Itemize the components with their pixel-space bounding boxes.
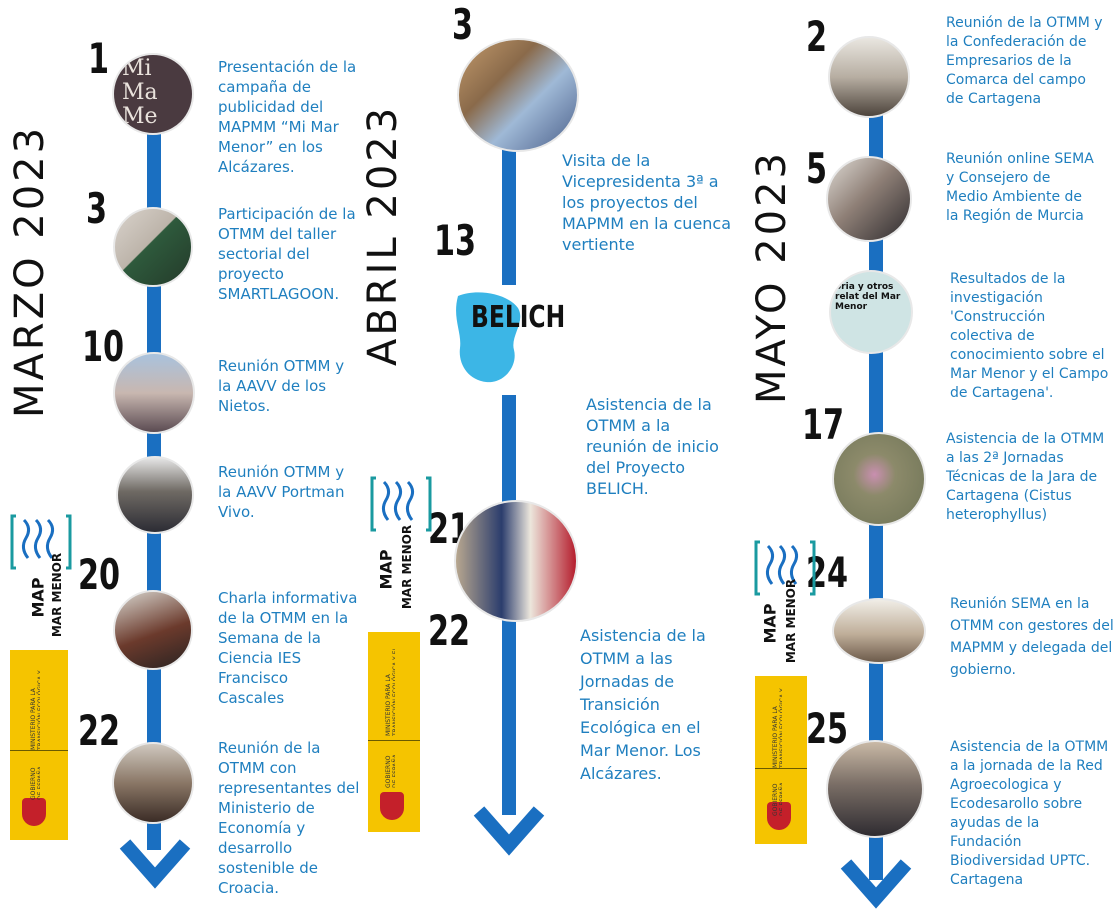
ministry-logo <box>368 632 420 832</box>
month-label-mayo: MAYO 2023 <box>749 149 795 404</box>
map-mar-menor-logo <box>754 540 816 596</box>
timeline-line-abril <box>502 140 516 285</box>
event-photo <box>828 36 910 118</box>
map-mar-menor-logo <box>370 476 432 532</box>
arrow-down-icon <box>119 839 191 889</box>
ministry-name: MINISTERIO PARA LA TRANSICIÓN ECOLÓGICA … <box>772 688 782 768</box>
event-photo <box>113 590 193 670</box>
belich-logo <box>456 292 521 383</box>
ministry-divider <box>10 750 68 751</box>
event-day: 22 <box>428 606 471 655</box>
arrow-down-icon <box>840 859 912 909</box>
map-logo-subtitle: MAR MENOR <box>50 552 64 638</box>
event-photo <box>826 156 912 242</box>
event-day: 13 <box>434 216 477 265</box>
map-logo-title: MAP <box>28 577 48 618</box>
photo-caption: Mi Ma Me <box>122 56 158 129</box>
event-photo <box>832 598 926 664</box>
ministry-divider <box>368 740 420 741</box>
event-photo <box>832 432 926 526</box>
map-logo-title: MAP <box>376 549 396 590</box>
event-description: Asistencia de la OTMM a las 2ª Jornadas … <box>946 431 1105 523</box>
ministry-coat-of-arms-icon <box>380 792 404 820</box>
event-photo <box>457 38 579 152</box>
ministry-coat-of-arms-icon <box>767 802 791 830</box>
event-photo: Mi Ma Me <box>112 53 194 135</box>
event-description: Reunión OTMM y la AAVV Portman Vivo. <box>218 463 345 521</box>
event-photo <box>113 352 195 434</box>
event-day: 17 <box>802 400 845 449</box>
map-logo-subtitle: MAR MENOR <box>784 578 798 664</box>
event-description: Asistencia de la OTMM a la jornada de la… <box>950 739 1109 888</box>
government-name: GOBIERNO DE ESPAÑA <box>30 766 40 800</box>
month-label-abril: ABRIL 2023 <box>360 104 406 366</box>
government-name: GOBIERNO DE ESPAÑA <box>385 754 395 788</box>
arrow-down-icon <box>473 806 545 856</box>
event-day: 2 <box>806 12 828 61</box>
belich-logo-text: BELICH <box>471 300 566 335</box>
event-day: 3 <box>452 0 474 49</box>
event-day: 20 <box>78 550 121 599</box>
event-description: Participación de la OTMM del taller sect… <box>218 205 356 303</box>
event-description: Asistencia de la OTMM a las Jornadas de … <box>580 626 706 783</box>
ministry-logo <box>755 676 807 844</box>
event-photo <box>116 456 194 534</box>
ministry-logo <box>10 650 68 840</box>
event-day: 25 <box>806 704 849 753</box>
event-description: Reunión de la OTMM con representantes de… <box>218 739 360 897</box>
event-description: Visita de la Vicepresidenta 3ª a los pro… <box>562 151 732 254</box>
ministry-name: MINISTERIO PARA LA TRANSICIÓN ECOLÓGICA … <box>385 647 395 736</box>
event-photo <box>113 207 193 287</box>
event-photo <box>454 500 578 622</box>
photo-caption: oria y otros relat del Mar Menor <box>835 282 901 312</box>
event-photo <box>826 740 924 838</box>
event-description: Reunión online SEMA y Consejero de Medio… <box>946 151 1094 224</box>
event-photo <box>112 742 194 824</box>
map-mar-menor-logo <box>10 514 72 570</box>
map-logo-subtitle: MAR MENOR <box>400 524 414 610</box>
ministry-coat-of-arms-icon <box>22 798 46 826</box>
event-description: Reunión OTMM y la AAVV de los Nietos. <box>218 357 345 415</box>
event-day: 5 <box>806 144 828 193</box>
event-day: 3 <box>86 184 108 233</box>
event-day: 10 <box>82 322 125 371</box>
event-description: Asistencia de la OTMM a la reunión de in… <box>586 395 719 498</box>
map-logo-title: MAP <box>760 603 780 644</box>
event-description: Reunión de la OTMM y la Confederación de… <box>946 15 1103 107</box>
event-description: Reunión SEMA en la OTMM con gestores del… <box>950 596 1114 678</box>
event-photo: oria y otros relat del Mar Menor <box>829 270 913 354</box>
month-label-marzo: MARZO 2023 <box>7 124 53 418</box>
event-description: Charla informativa de la OTMM en la Sema… <box>218 589 358 707</box>
event-day: 22 <box>78 706 121 755</box>
ministry-name: MINISTERIO PARA LA TRANSICIÓN ECOLÓGICA … <box>30 670 40 750</box>
government-name: GOBIERNO DE ESPAÑA <box>772 782 782 816</box>
event-description: Resultados de la investigación 'Construc… <box>950 271 1109 401</box>
event-description: Presentación de la campaña de publicidad… <box>218 58 357 176</box>
event-day: 1 <box>88 34 110 83</box>
ministry-divider <box>755 768 807 769</box>
